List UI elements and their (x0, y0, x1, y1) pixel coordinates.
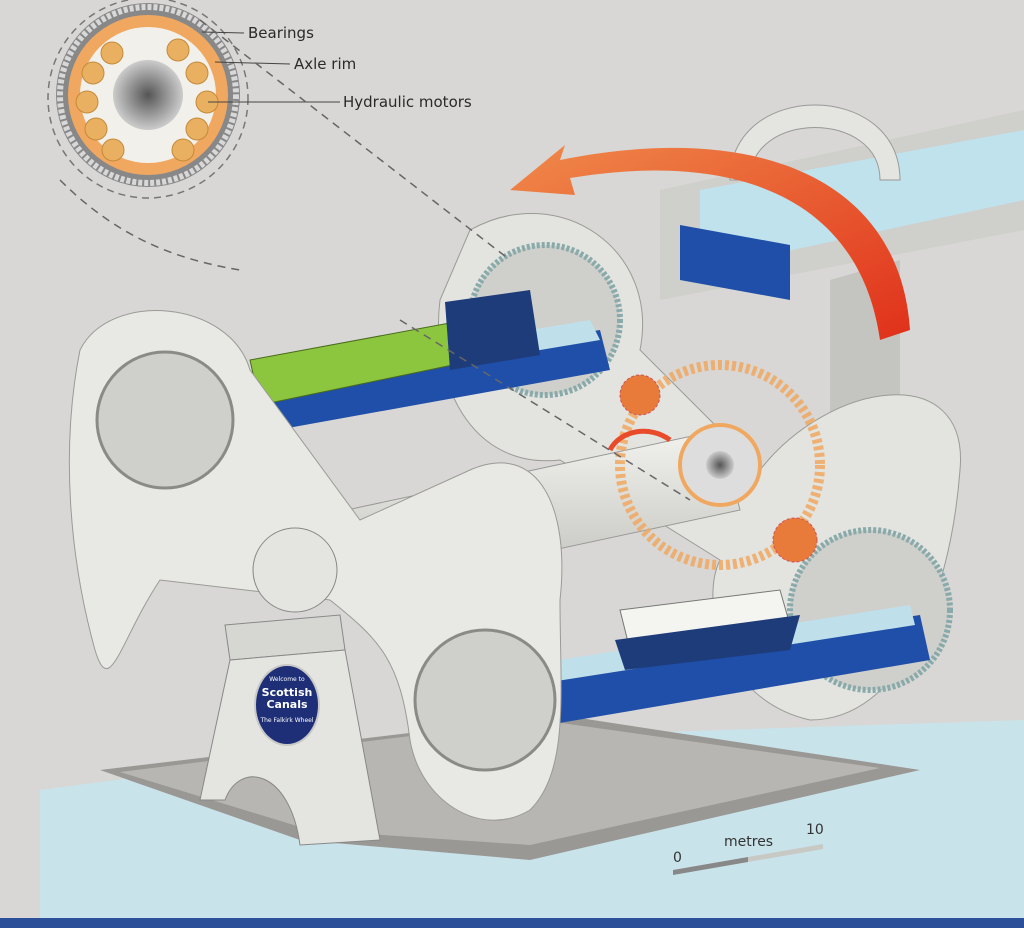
sign-top-text: Welcome to (269, 676, 305, 683)
gear-assembly (615, 360, 825, 570)
scale-bar (673, 844, 823, 875)
label-hydraulic-motors: Hydraulic motors (343, 93, 472, 111)
scottish-canals-sign: Welcome to Scottish Canals The Falkirk W… (254, 664, 320, 746)
sign-name: Scottish Canals (261, 686, 313, 711)
scale-start: 0 (673, 850, 682, 866)
rotation-arrow (510, 145, 910, 340)
sign-bottom-text: The Falkirk Wheel (260, 717, 314, 724)
scale-unit: metres (724, 834, 774, 850)
support-pillar (199, 527, 381, 846)
bottom-border (0, 918, 1024, 928)
label-bearings: Bearings (248, 24, 314, 42)
small-rotation-arrow (607, 428, 672, 452)
scale-end: 10 (806, 822, 824, 838)
axle-detail-inset (47, 0, 691, 501)
label-axle-rim: Axle rim (294, 55, 357, 73)
